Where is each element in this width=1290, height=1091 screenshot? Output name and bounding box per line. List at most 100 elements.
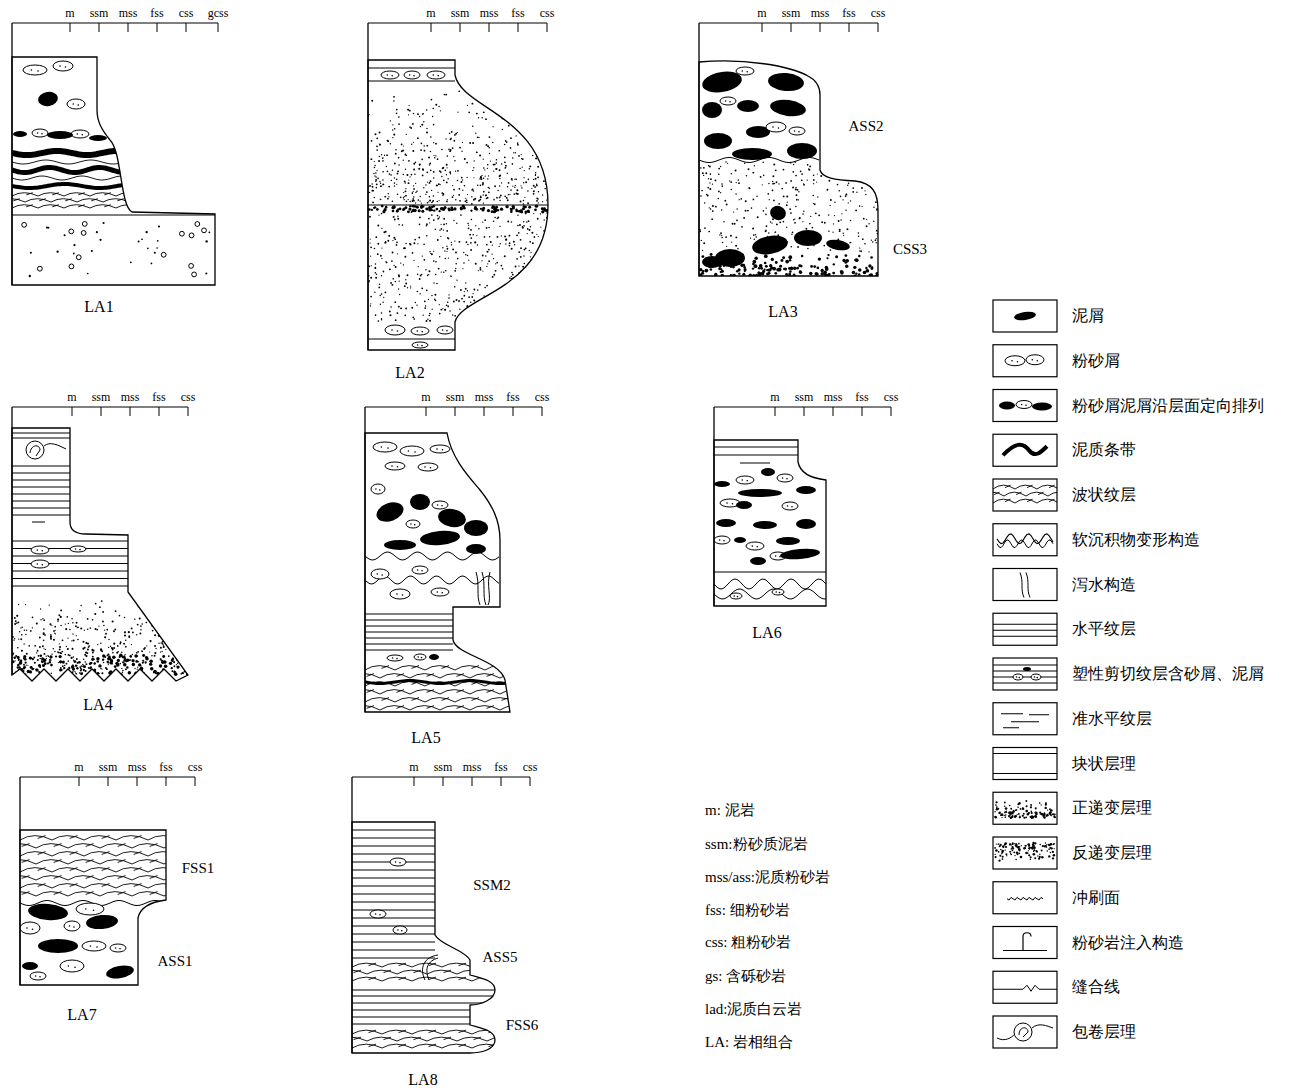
- grain-dot: [501, 235, 502, 236]
- grain-dot: [823, 245, 825, 247]
- grain-dot: [104, 629, 105, 630]
- sediment-pattern: [413, 75, 415, 77]
- grain-dot: [73, 253, 75, 255]
- grain-dot: [704, 202, 706, 204]
- grain-dot: [495, 162, 497, 164]
- grain-dot: [790, 212, 792, 214]
- line: [12, 473, 70, 474]
- pebble: [69, 229, 74, 234]
- grain-dot: [477, 185, 478, 186]
- grain-dot: [480, 269, 482, 271]
- grain-dot: [405, 190, 407, 192]
- grain-dot: [392, 278, 394, 280]
- grain-dot: [499, 169, 501, 171]
- grain-dot: [544, 117, 546, 119]
- grain-dot: [426, 145, 428, 147]
- grain-dot: [852, 271, 856, 275]
- grain-dot: [530, 142, 531, 143]
- grain-dot: [479, 178, 481, 180]
- grain-dot: [807, 179, 808, 180]
- silt-clast: [411, 327, 429, 335]
- grain-dot: [515, 266, 517, 268]
- grain-dot: [369, 242, 370, 243]
- grain-dot: [855, 210, 857, 212]
- grain-dot: [487, 164, 489, 166]
- silt-clast: [67, 99, 85, 109]
- grain-dot: [519, 168, 520, 169]
- grain-dot: [828, 231, 829, 232]
- grain-dot: [437, 158, 439, 160]
- sediment-pattern: [59, 65, 61, 67]
- grain-dot: [397, 170, 399, 172]
- grain-dot: [861, 206, 862, 207]
- grain-dot: [136, 652, 138, 654]
- grain-dot: [29, 275, 31, 277]
- grain-dot: [718, 267, 721, 270]
- grain-dot: [426, 290, 428, 292]
- line: [128, 23, 129, 32]
- grain-dot: [398, 275, 400, 277]
- grain-dot: [87, 273, 89, 275]
- grain-dot: [482, 182, 484, 184]
- grain-dot: [370, 158, 372, 160]
- grain-dot: [752, 267, 754, 269]
- grain-dot: [182, 672, 184, 674]
- grain-dot: [380, 183, 381, 184]
- grain-dot: [466, 202, 468, 204]
- grain-dot: [480, 196, 482, 198]
- grain-dot: [529, 276, 531, 278]
- pebble: [192, 272, 197, 277]
- grain-dot: [418, 209, 421, 212]
- grain-dot: [524, 280, 526, 282]
- silt-clast: [31, 560, 49, 568]
- grain-dot: [381, 275, 382, 276]
- grain-dot: [415, 183, 416, 184]
- grain-dot: [26, 665, 27, 666]
- grain-dot: [446, 230, 448, 232]
- grain-dot: [25, 634, 26, 635]
- grain-dot: [505, 243, 506, 244]
- grain-dot: [840, 271, 843, 274]
- grain-dot: [838, 220, 840, 222]
- grain-dot: [408, 208, 411, 211]
- grain-dot: [847, 184, 848, 185]
- grain-dot: [376, 137, 378, 139]
- grain-dot: [475, 225, 476, 226]
- grain-dot: [471, 189, 472, 190]
- grain-dot: [437, 215, 439, 217]
- line: [32, 521, 45, 522]
- grain-dot: [522, 283, 524, 285]
- grain-dot: [417, 243, 418, 244]
- grain-dot: [430, 253, 431, 254]
- grain-dot: [92, 649, 94, 651]
- grain-dot: [856, 171, 858, 173]
- grain-dot: [852, 191, 854, 193]
- grain-dot: [145, 231, 147, 233]
- grain-dot: [485, 144, 487, 146]
- grain-dot: [370, 238, 371, 239]
- grain-dot: [453, 156, 454, 157]
- grain-dot: [460, 181, 462, 183]
- grain-dot: [535, 289, 537, 291]
- line: [188, 407, 189, 416]
- grain-dot: [375, 272, 377, 274]
- grain-dot: [791, 246, 793, 248]
- silt-clast: [789, 127, 805, 135]
- grain-dot: [440, 236, 441, 237]
- grain-dot: [63, 667, 65, 669]
- grain-dot: [477, 289, 479, 291]
- grain-dot: [51, 625, 52, 626]
- pebble: [202, 228, 207, 233]
- grain-dot: [492, 245, 493, 246]
- grain-dot: [848, 202, 849, 203]
- grain-dot: [520, 247, 522, 249]
- grain-dot: [830, 199, 832, 201]
- grain-dot: [494, 185, 496, 187]
- grain-dot: [397, 193, 399, 195]
- line: [489, 23, 490, 32]
- grain-dot: [393, 100, 395, 102]
- grain-dot: [821, 269, 824, 272]
- grain-dot: [856, 192, 857, 193]
- grain-dot: [390, 282, 392, 284]
- grain-dot: [489, 236, 491, 238]
